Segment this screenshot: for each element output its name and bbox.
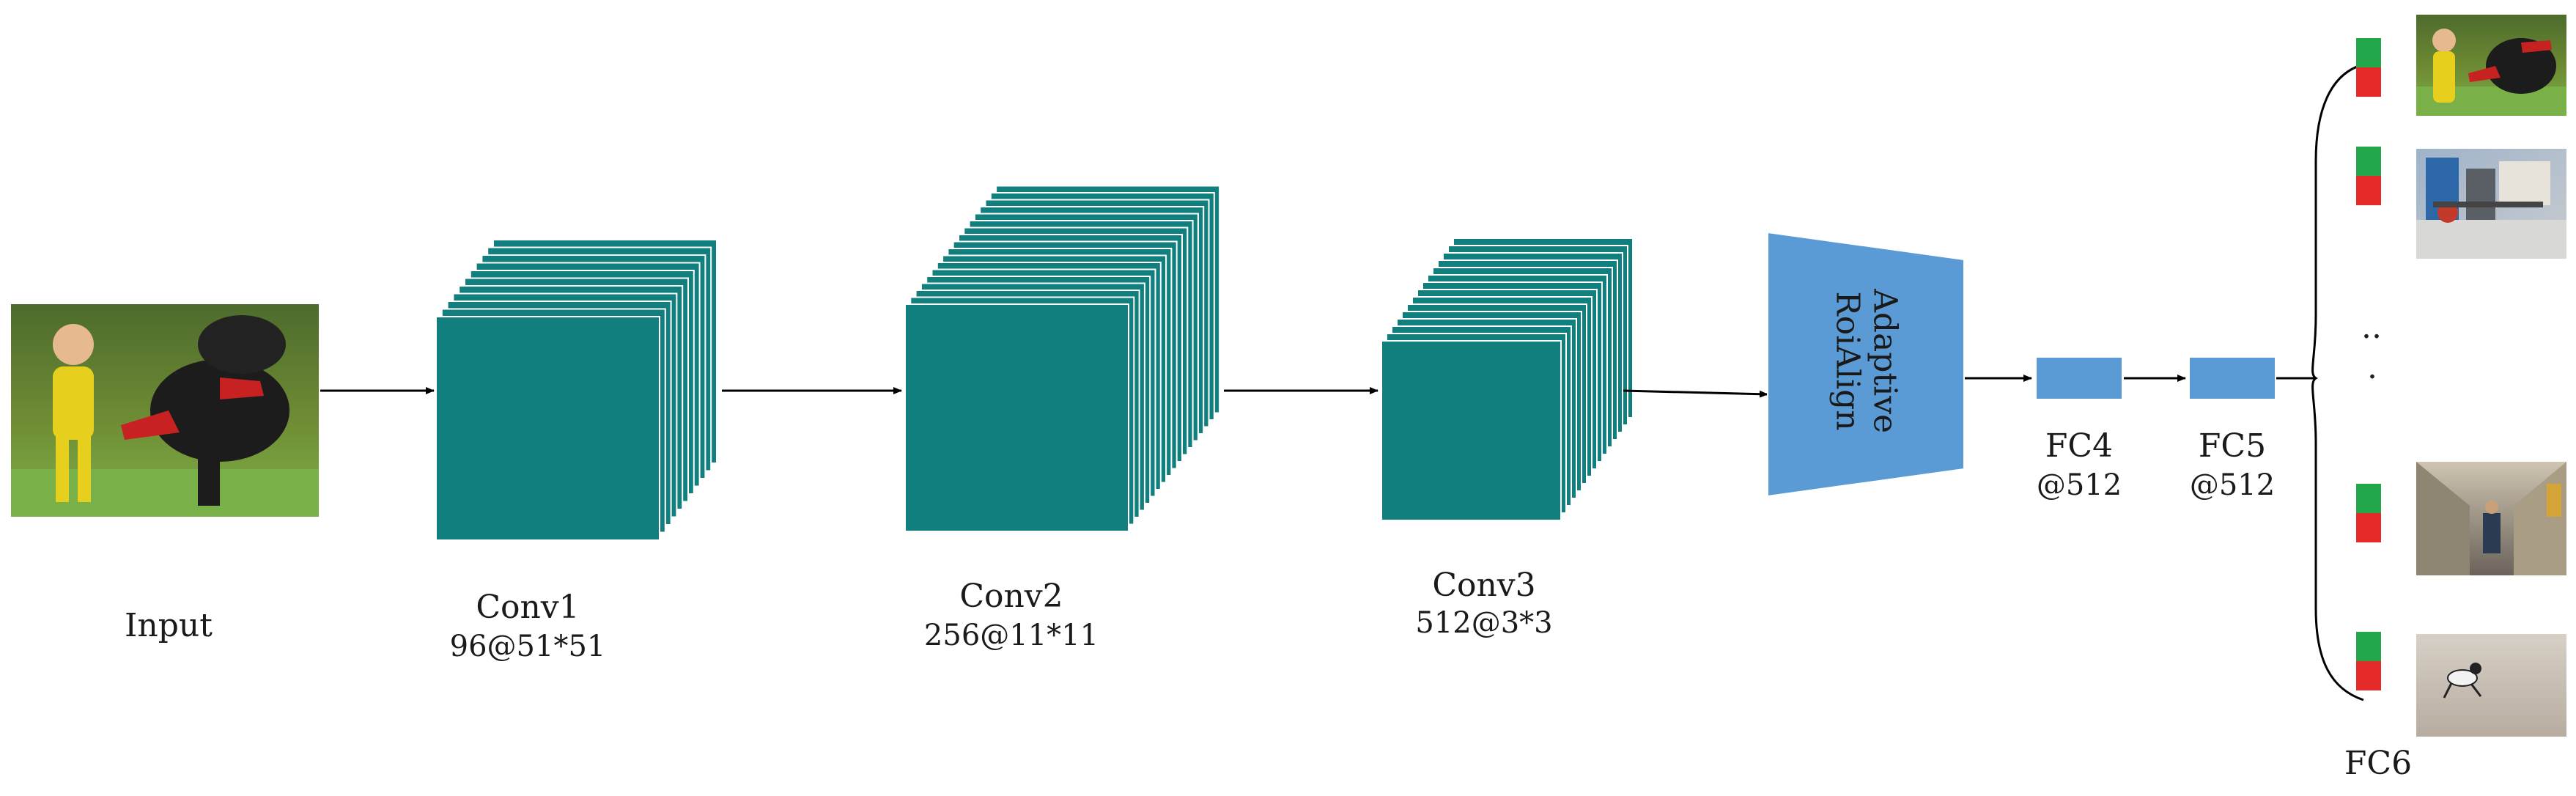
fc4-label: FC4 (2045, 427, 2114, 465)
conv2-stack (904, 185, 1221, 532)
fc4-dimensions: @512 (2036, 468, 2122, 502)
feature-map-front (1381, 340, 1562, 521)
fc5-box (2188, 356, 2276, 400)
input-label: Input (125, 607, 213, 644)
input-image (11, 304, 319, 517)
conv2-dimensions: 256@11*11 (923, 619, 1099, 652)
conv2-label: Conv2 (959, 578, 1063, 615)
fc6-branch-4 (2356, 632, 2566, 737)
negative-score-box (2356, 67, 2381, 97)
branch-1-image (2416, 15, 2566, 116)
positive-score-box (2356, 147, 2381, 176)
roi-align-label-line2: RoiAlign (1829, 291, 1867, 431)
branch-2-image (2416, 149, 2566, 259)
conv3-stack (1381, 237, 1634, 521)
conv1-label: Conv1 (476, 589, 580, 626)
fc5-dimensions: @512 (2189, 468, 2276, 502)
negative-score-box (2356, 176, 2381, 205)
roi-align-label-line1: Adaptive (1866, 289, 1904, 434)
negative-score-box (2356, 513, 2381, 542)
conv1-feature-maps (435, 239, 717, 541)
ellipsis-bottom: . (2367, 349, 2377, 386)
positive-score-box (2356, 484, 2381, 513)
positive-score-box (2356, 38, 2381, 67)
fc6-branch-1 (2356, 15, 2566, 116)
fc6-brace (2311, 63, 2364, 701)
fc5-label: FC5 (2198, 427, 2267, 465)
arrow-conv3-roi (1623, 389, 1768, 398)
conv3-dimensions: 512@3*3 (1415, 606, 1553, 640)
conv3-label: Conv3 (1432, 567, 1536, 604)
feature-map-front (435, 316, 660, 541)
negative-score-box (2356, 661, 2381, 690)
fc6-branch-2 (2356, 147, 2566, 259)
conv2-feature-maps (904, 185, 1221, 532)
branch-3-image (2416, 462, 2566, 575)
branch-4-image (2416, 634, 2566, 737)
fc6-branch-3 (2356, 462, 2566, 575)
fc6-label: FC6 (2344, 745, 2413, 782)
ellipsis-top: .. (2361, 309, 2382, 346)
feature-map-front (904, 303, 1129, 532)
roi-align-block (1767, 231, 1965, 498)
fc4-box (2035, 356, 2123, 400)
positive-score-box (2356, 632, 2381, 661)
conv3-feature-maps (1381, 237, 1634, 521)
conv1-dimensions: 96@51*51 (449, 630, 606, 663)
conv1-stack (435, 239, 717, 541)
